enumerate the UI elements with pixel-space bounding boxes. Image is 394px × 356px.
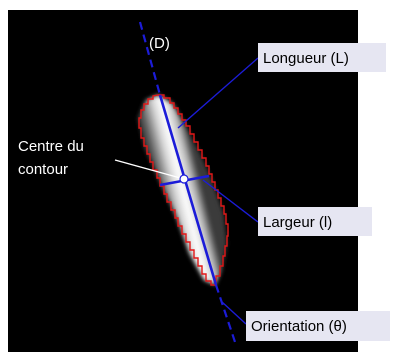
orientation-label: Orientation (θ) — [251, 318, 347, 335]
length-label-box — [258, 43, 386, 72]
object-contour — [138, 94, 229, 286]
axis-line-bottom-dashed — [214, 284, 238, 346]
width-label-box — [258, 207, 372, 236]
orientation-label-box — [246, 311, 390, 341]
length-segment — [158, 94, 218, 286]
center-label-line1: Centre du — [18, 138, 84, 155]
length-label: Longueur (L) — [263, 50, 349, 67]
axis-label: (D) — [149, 35, 170, 52]
leader-orientation — [221, 301, 247, 325]
center-label-line2: contour — [18, 161, 68, 178]
object-blob — [138, 95, 227, 285]
width-label: Largeur (l) — [263, 214, 332, 231]
leader-length — [177, 57, 259, 129]
leader-width — [202, 179, 259, 223]
leader-center — [114, 159, 185, 180]
center-marker — [179, 174, 189, 184]
